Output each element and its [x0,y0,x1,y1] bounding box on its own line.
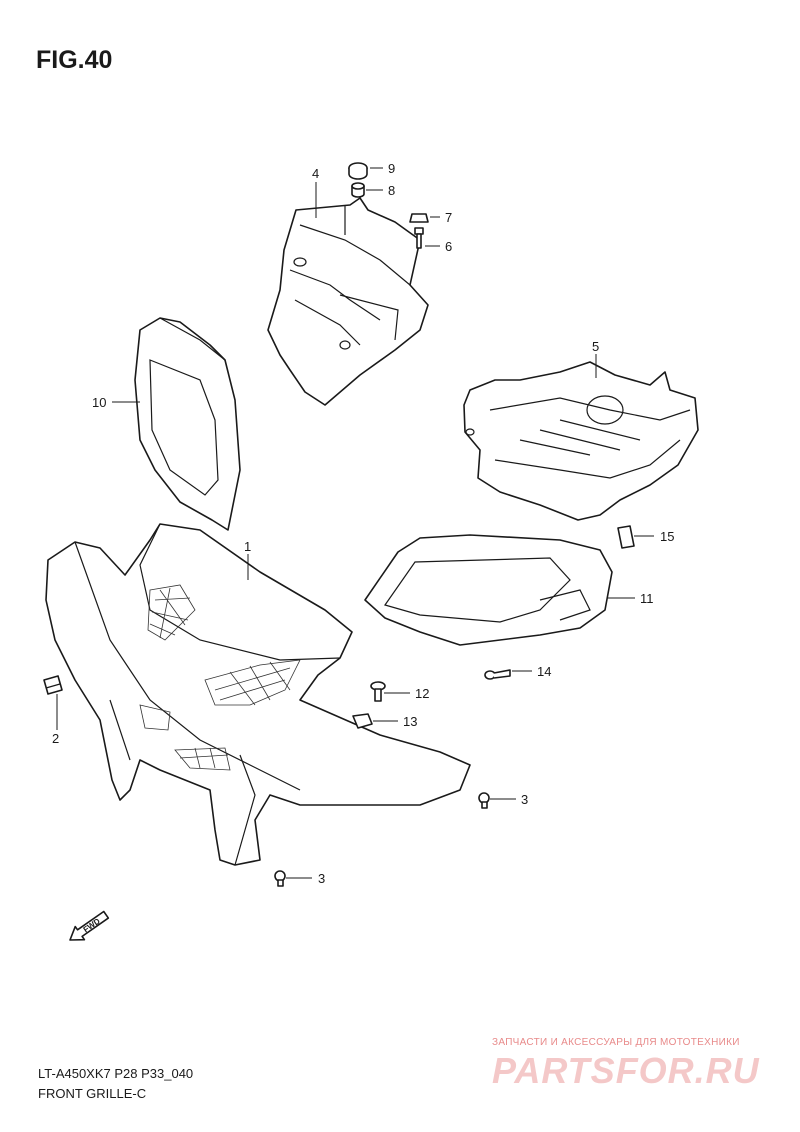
figure-name: FRONT GRILLE-C [38,1086,147,1101]
part-4-headlight-bracket [267,197,429,406]
fwd-arrow-icon: FWD [69,910,110,941]
callout-15: 15 [660,529,674,544]
part-3-fastener-lower [274,870,286,887]
callout-3-lower: 3 [318,871,325,886]
part-12-push-rivet [370,681,386,702]
callout-4: 4 [312,166,319,181]
callout-3-upper: 3 [521,792,528,807]
callout-7: 7 [445,210,452,225]
callout-13: 13 [403,714,417,729]
callout-1: 1 [244,539,251,554]
callout-6: 6 [445,239,452,254]
callout-5: 5 [592,339,599,354]
part-1-front-grille [45,523,471,866]
watermark-brand: PARTSFOR.RU [492,1050,760,1091]
part-2-clip [43,675,63,695]
leader-lines [56,167,654,879]
callout-11: 11 [640,591,654,606]
part-6-bolt [414,227,424,249]
figure-title: FIG.40 [36,46,113,74]
part-13-cushion [352,713,373,729]
callout-labels: 9 8 4 7 6 5 10 15 1 11 14 12 2 13 3 3 [52,161,674,886]
watermark-tagline: ЗАПЧАСТИ И АКСЕССУАРЫ ДЛЯ МОТОТЕХНИКИ [492,1037,740,1048]
part-15-clip [617,525,635,549]
part-14-screw [484,669,511,680]
callout-14: 14 [537,664,551,679]
part-5-under-tray [463,361,699,521]
part-11-side-duct [364,534,613,646]
part-9-grommet [348,162,368,180]
part-8-collar [351,182,365,198]
part-10-headlight-surround [134,317,241,531]
callout-9: 9 [388,161,395,176]
callout-8: 8 [388,183,395,198]
callout-12: 12 [415,686,429,701]
part-3-fastener-upper [478,792,490,809]
callout-2: 2 [52,731,59,746]
part-7-nut [409,213,429,223]
figure-code: LT-A450XK7 P28 P33_040 [38,1066,194,1081]
callout-10: 10 [92,395,106,410]
